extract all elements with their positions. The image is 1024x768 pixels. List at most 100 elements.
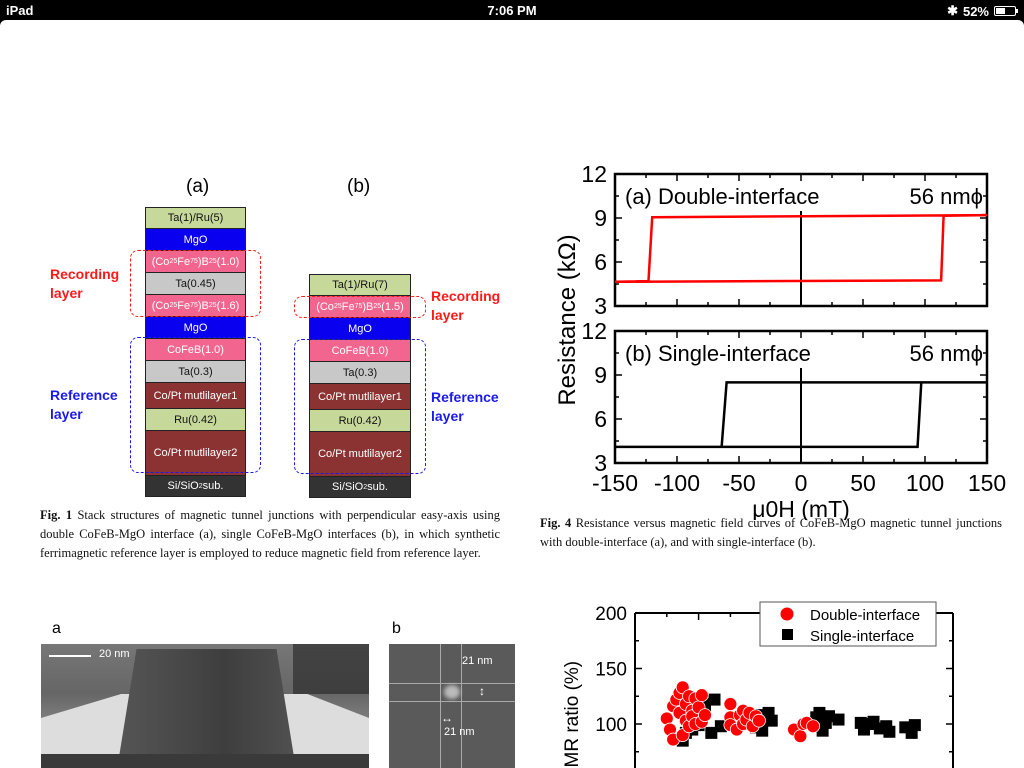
- reference-layer-box-b: [294, 339, 426, 474]
- layer-copt1: Co/Pt mutlilayer1: [309, 384, 411, 410]
- size-annotation: 56 nmϕ: [910, 341, 983, 366]
- layer-ta: Ta(0.45): [145, 273, 246, 295]
- y-axis-label: Resistance (kΩ): [554, 234, 581, 405]
- layer-label: Ta(1)/Ru(5): [167, 212, 224, 224]
- layer-label: 25: [373, 303, 382, 310]
- x-tick-label: 0: [795, 470, 808, 496]
- layer-copt1: Co/Pt mutlilayer1: [145, 383, 246, 409]
- layer-label: MgO: [183, 233, 208, 246]
- tem-panel-a-label: a: [52, 620, 61, 637]
- panel-title: (b) Single-interface: [625, 341, 811, 366]
- layer-label: 75: [354, 303, 363, 310]
- fig1-caption: Fig. 1 Stack structures of magnetic tunn…: [40, 508, 501, 560]
- legend-marker-double: [780, 607, 794, 621]
- layer-mgo: MgO: [309, 318, 411, 340]
- layer-label: Fe: [177, 299, 191, 312]
- data-point-single: [765, 714, 778, 727]
- y-tick-label: 6: [594, 249, 607, 275]
- y-tick-label: 12: [581, 161, 607, 187]
- layer-label: 25: [208, 258, 217, 265]
- y-tick-label: 3: [594, 293, 607, 319]
- scale-bar-label: 20 nm: [99, 648, 130, 660]
- bluetooth-icon: ✱: [947, 3, 958, 18]
- data-point-single: [813, 706, 826, 719]
- scale-bar: [49, 655, 91, 657]
- y-tick-label: 9: [594, 362, 607, 388]
- layer-label: 25: [208, 302, 217, 309]
- layer-cap: Ta(1)/Ru(7): [309, 275, 411, 296]
- layer-label: (1.0): [216, 255, 240, 268]
- tem-cross-section-image: 20 nm: [41, 644, 369, 768]
- layer-mgo: MgO: [145, 229, 246, 251]
- legend-label-single: Single-interface: [810, 628, 914, 645]
- y-tick-label: 9: [594, 205, 607, 231]
- x-tick-label: -100: [654, 470, 700, 496]
- layer-cofeb: CoFeB(1.0): [309, 340, 411, 362]
- x-tick-label: 50: [850, 470, 876, 496]
- layer-ta: Ta(0.3): [145, 361, 246, 383]
- layer-label: Ta(0.45): [175, 277, 216, 290]
- x-tick-label: 150: [968, 470, 1006, 496]
- layer-label: 75: [190, 258, 198, 265]
- data-point-single: [705, 726, 718, 739]
- fig4-caption: Fig. 4 Resistance versus magnetic field …: [540, 516, 1002, 549]
- layer-label: 2: [198, 482, 203, 490]
- y-tick-label: 12: [581, 318, 607, 344]
- layer-label: 25: [169, 302, 178, 309]
- layer-label: MgO: [348, 322, 372, 335]
- y-axis-label: TMR ratio (%): [562, 661, 583, 768]
- hysteresis-curve: [614, 213, 988, 284]
- layer-label: (1.6): [216, 299, 240, 312]
- layer-label: Co/Pt mutlilayer1: [153, 389, 238, 402]
- layer-label: (Co: [151, 255, 170, 268]
- layer-label: 25: [333, 303, 342, 310]
- layer-label: 75: [190, 302, 198, 309]
- layer-cap: Ta(1)/Ru(5): [145, 208, 246, 229]
- y-tick-label: 150: [595, 660, 627, 681]
- layer-label: sub.: [367, 481, 388, 493]
- layer-label: Fe: [177, 255, 191, 268]
- x-tick-label: 100: [906, 470, 944, 496]
- battery-percent: 52%: [962, 3, 989, 19]
- data-point-double: [793, 729, 808, 744]
- device-name: iPad: [6, 3, 34, 18]
- data-point-single: [883, 725, 896, 738]
- data-point-double: [698, 708, 712, 723]
- fig1-panel-a-label: (a): [186, 176, 210, 197]
- layer-label: MgO: [183, 321, 208, 334]
- y-tick-label: 6: [594, 406, 607, 432]
- layer-label: Ta(0.3): [342, 366, 378, 379]
- status-bar: iPad 7:06 PM ✱ 52%: [0, 0, 1024, 20]
- data-point-single: [832, 713, 845, 726]
- layer-label: Co/Pt mutlilayer1: [318, 390, 402, 403]
- x-tick-label: -150: [592, 470, 638, 496]
- fig1-panel-b-label: (b): [347, 176, 371, 197]
- y-tick-label: 200: [595, 604, 627, 625]
- legend-marker-single: [782, 629, 793, 640]
- dimension-height-label: 21 nm: [462, 655, 493, 667]
- data-point-single: [708, 693, 721, 706]
- layer-label: (Co: [151, 299, 170, 312]
- layer-label: Fe: [341, 300, 355, 313]
- reference-layer-box-a: [130, 337, 261, 473]
- y-tick-label: 3: [594, 450, 607, 476]
- layer-ru: Ru(0.42): [145, 409, 246, 431]
- layer-label: )B: [197, 299, 209, 312]
- data-point-single: [822, 710, 835, 723]
- tem-panel-b-label: b: [392, 620, 401, 637]
- layer-label: Ta(1)/Ru(7): [332, 279, 388, 291]
- layer-label: Co/Pt mutlilayer2: [318, 448, 402, 460]
- hysteresis-curve: [615, 381, 987, 449]
- layer-copt2: Co/Pt mutlilayer2: [309, 432, 411, 477]
- height-arrow-icon: ↕: [479, 684, 485, 698]
